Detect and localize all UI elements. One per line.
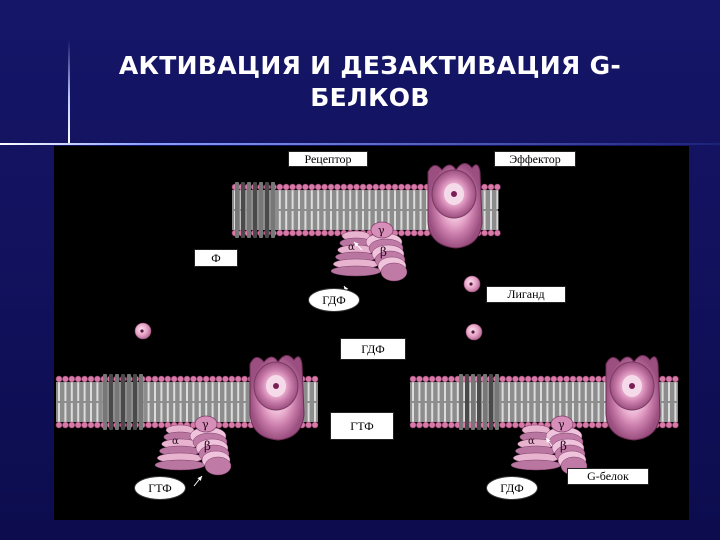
alpha-letter: α xyxy=(172,436,179,447)
gamma-letter: γ xyxy=(378,224,385,237)
label-ligand: Лиганд xyxy=(486,286,566,303)
effector-bottom-left xyxy=(249,355,305,441)
ligand-top-right xyxy=(463,275,481,293)
effector-bottom-right xyxy=(605,355,661,441)
receptor-top xyxy=(235,182,275,238)
slide-title: АКТИВАЦИЯ И ДЕЗАКТИВАЦИЯ G- БЕЛКОВ xyxy=(110,50,630,114)
receptor-bottom-right xyxy=(459,374,499,430)
label-gdp-center: ГДФ xyxy=(340,338,406,360)
beta-letter: β xyxy=(380,245,387,259)
g-beta-subunit: β xyxy=(189,426,232,476)
arrow-alpha-right xyxy=(545,437,553,447)
accent-line-horizontal xyxy=(0,143,720,145)
gamma-letter: γ xyxy=(202,418,209,431)
alpha-letter: α xyxy=(348,242,355,253)
g-beta-subunit: β xyxy=(365,232,408,282)
title-line-2: БЕЛКОВ xyxy=(310,83,430,112)
label-receptor: Рецептор xyxy=(288,151,368,167)
gamma-letter: γ xyxy=(558,418,565,431)
oval-gdp-top: ГДФ xyxy=(308,288,360,312)
g-protein-bottom-left: α βγ xyxy=(154,415,232,476)
g-gamma-subunit: γ xyxy=(370,221,394,239)
label-phosphate: Ф xyxy=(194,249,238,267)
g-gamma-subunit: γ xyxy=(194,415,218,433)
g-alpha-subunit: α xyxy=(510,424,562,471)
ligand-molecules xyxy=(134,275,483,341)
title-line-1: АКТИВАЦИЯ И ДЕЗАКТИВАЦИЯ G- xyxy=(118,51,622,80)
g-alpha-subunit: α xyxy=(154,424,206,471)
ligand-left xyxy=(134,322,152,340)
beta-letter: β xyxy=(560,439,567,453)
label-effector: Эффектор xyxy=(494,151,576,167)
receptor-bottom-left xyxy=(103,374,143,430)
label-g-protein: G-белок xyxy=(567,468,649,485)
g-protein-top: α βγ xyxy=(330,221,408,282)
effector-top xyxy=(427,163,483,249)
oval-gtp-bottom: ГТФ xyxy=(134,476,186,500)
oval-gdp-bottom: ГДФ xyxy=(486,476,538,500)
arrow-to-gamma xyxy=(353,241,363,251)
arrows xyxy=(193,241,553,487)
arrow-gtp-bottom xyxy=(193,475,203,487)
beta-letter: β xyxy=(204,439,211,453)
label-gtp-center: ГТФ xyxy=(330,412,394,440)
accent-line-vertical xyxy=(68,40,70,144)
ligand-center-right xyxy=(465,323,483,341)
alpha-letter: α xyxy=(528,436,535,447)
g-gamma-subunit: γ xyxy=(550,415,574,433)
cell-membranes xyxy=(55,183,679,429)
